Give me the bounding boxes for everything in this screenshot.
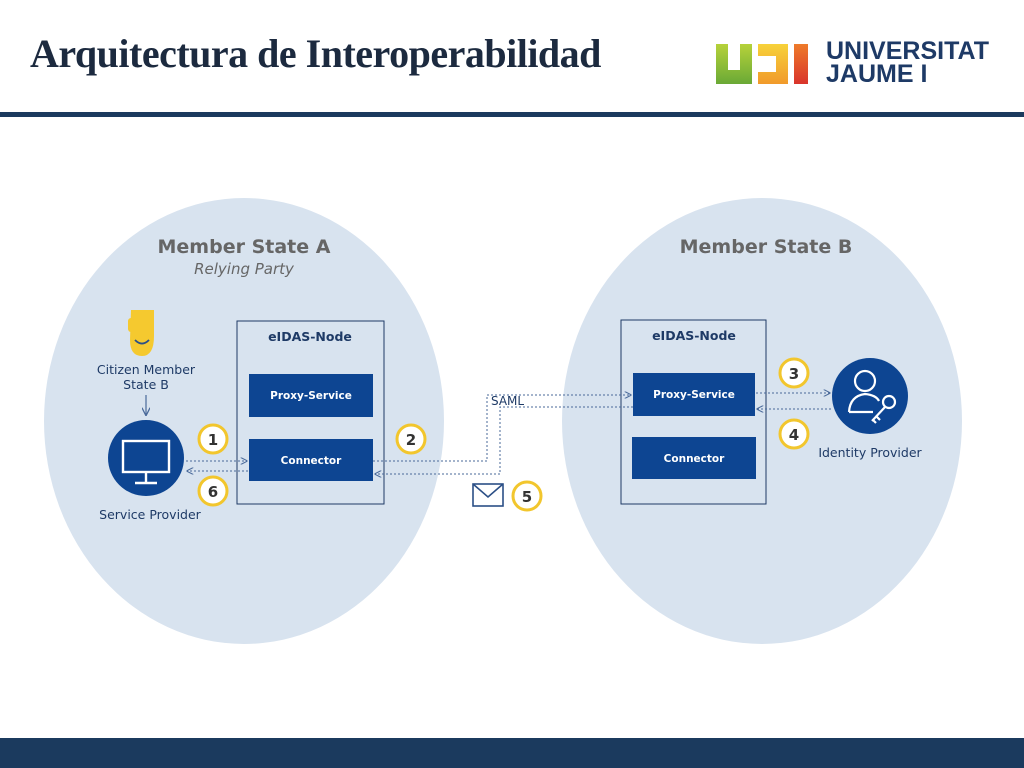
identity-provider-label: Identity Provider — [818, 445, 922, 460]
eidas-node-b — [620, 319, 767, 505]
envelope-icon — [472, 483, 504, 507]
monitor-icon — [121, 439, 171, 485]
logo-line-2: JAUME I — [826, 60, 928, 88]
eidas-node-a-title: eIDAS-Node — [268, 329, 352, 344]
citizen-label-line-2: State B — [123, 377, 169, 392]
step-badge-4: 4 — [778, 418, 810, 450]
connector-b-label: Connector — [664, 453, 725, 465]
step-badge-3: 3 — [778, 357, 810, 389]
step-badge-2: 2 — [395, 423, 427, 455]
eidas-node-a — [236, 320, 385, 505]
footer-bar — [0, 738, 1024, 768]
proxy-service-a — [249, 374, 373, 417]
member-state-b-title: Member State B — [680, 236, 853, 258]
proxy-service-b — [633, 373, 755, 416]
member-state-b-region — [562, 198, 962, 644]
step-number: 2 — [406, 431, 416, 449]
service-provider-label: Service Provider — [99, 507, 201, 522]
step-number: 5 — [522, 488, 532, 506]
connector-a — [249, 439, 373, 481]
logo-line-1: UNIVERSITAT — [826, 37, 989, 65]
step-number: 4 — [789, 426, 799, 444]
saml-label: SAML — [491, 394, 524, 408]
step-number: 3 — [789, 365, 799, 383]
citizen-icon — [128, 310, 154, 356]
member-state-a-title: Member State A — [158, 236, 331, 258]
connector-b — [632, 437, 756, 479]
header-rule — [0, 112, 1024, 117]
identity-provider-node — [832, 358, 908, 434]
user-key-icon — [847, 369, 897, 424]
citizen-label-line-1: Citizen Member — [97, 362, 196, 377]
service-provider-node — [108, 420, 184, 496]
proxy-service-a-label: Proxy-Service — [270, 390, 352, 402]
member-state-a-region — [44, 198, 444, 644]
uji-logo-mark — [716, 44, 808, 84]
proxy-service-b-label: Proxy-Service — [653, 389, 735, 401]
step-badge-6: 6 — [197, 475, 229, 507]
member-state-a-subtitle: Relying Party — [194, 260, 295, 278]
logo-text: UNIVERSITAT JAUME I — [826, 37, 989, 88]
university-logo: UNIVERSITAT JAUME I — [714, 37, 1004, 90]
eidas-node-b-title: eIDAS-Node — [652, 328, 736, 343]
slide-title: Arquitectura de Interoperabilidad — [30, 31, 601, 76]
step-badge-1: 1 — [197, 423, 229, 455]
connector-a-label: Connector — [281, 455, 342, 467]
step-number: 6 — [208, 483, 218, 501]
flow-2-arrow — [373, 395, 631, 462]
step-badge-5: 5 — [511, 480, 543, 512]
step-number: 1 — [208, 431, 218, 449]
